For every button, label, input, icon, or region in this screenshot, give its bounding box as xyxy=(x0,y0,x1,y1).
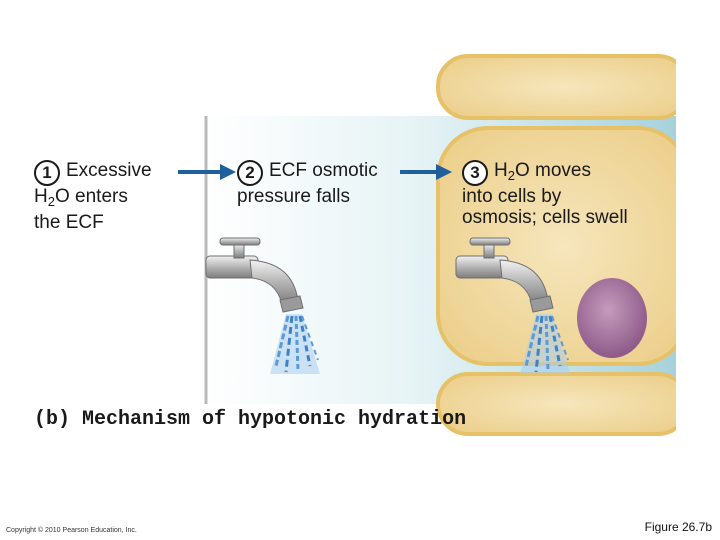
step-1-number: 1 xyxy=(34,160,60,186)
cell-nucleus xyxy=(577,278,647,358)
figure-caption: (b) Mechanism of hypotonic hydration xyxy=(34,408,467,431)
copyright-notice: Copyright © 2010 Pearson Education, Inc. xyxy=(6,527,137,534)
swollen-cells xyxy=(436,40,720,460)
arrow-1-to-2 xyxy=(178,164,236,180)
step-2-number: 2 xyxy=(237,160,263,186)
arrow-2-to-3 xyxy=(400,164,452,180)
step-3-number: 3 xyxy=(462,160,488,186)
figure-number: Figure 26.7b xyxy=(644,520,712,534)
